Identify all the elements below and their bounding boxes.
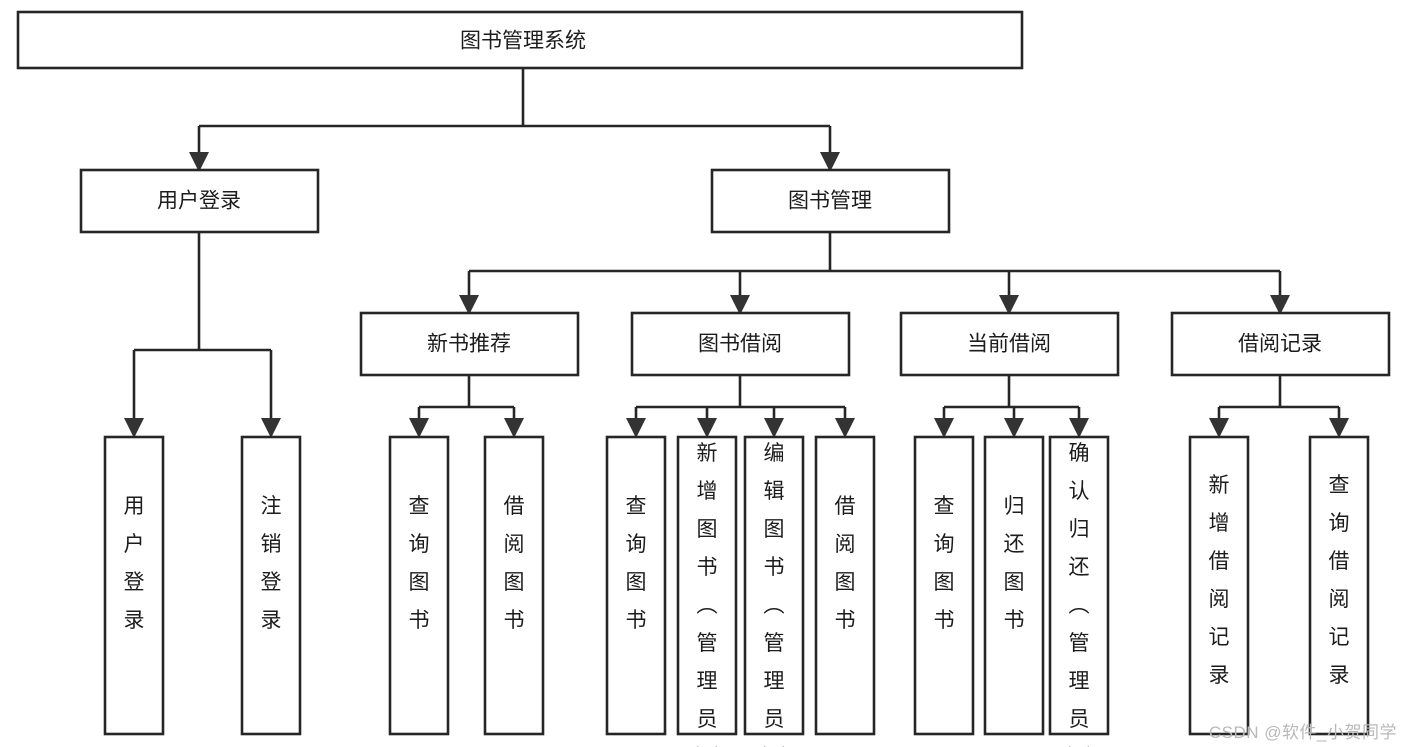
- node-leaf-add-book-box[interactable]: [676, 435, 738, 736]
- node-leaf-confirm-return-label: 确认归还︵管理员︶: [1069, 442, 1090, 747]
- node-leaf-add-record-label: 新增借阅记录: [1209, 474, 1230, 687]
- arrow-head-icon: [124, 418, 144, 438]
- node-current-borrow[interactable]: 当前借阅: [899, 311, 1120, 377]
- node-new-book-recommend-label: 新书推荐: [427, 333, 511, 356]
- node-root[interactable]: 图书管理系统: [16, 10, 1024, 70]
- arrow-head-icon: [261, 418, 281, 438]
- node-leaf-logout-box[interactable]: [240, 435, 302, 736]
- arrow-head-icon: [1069, 418, 1089, 438]
- node-leaf-confirm-return-box[interactable]: [1048, 435, 1110, 736]
- node-leaf-query-book-1-label: 查询图书: [409, 495, 430, 632]
- arrow-head-icon: [697, 418, 717, 438]
- node-leaf-logout[interactable]: 注销登录: [240, 435, 302, 736]
- arrow-head-icon: [999, 295, 1019, 315]
- csdn-watermark: CSDN @软件_小贺同学: [1208, 723, 1397, 742]
- node-new-book-recommend-box[interactable]: [359, 311, 580, 377]
- arrow-head-icon: [1004, 418, 1024, 438]
- node-leaf-add-book[interactable]: 新增图书︵管理员︶: [676, 435, 738, 747]
- node-user-login-box[interactable]: [79, 168, 320, 234]
- node-leaf-query-book-1[interactable]: 查询图书: [388, 435, 450, 736]
- node-book-management[interactable]: 图书管理: [710, 168, 951, 234]
- arrow-head-icon: [764, 418, 784, 438]
- node-leaf-borrow-book-2[interactable]: 借阅图书: [814, 435, 876, 736]
- node-leaf-borrow-book-1[interactable]: 借阅图书: [483, 435, 545, 736]
- node-leaf-edit-book-box[interactable]: [743, 435, 805, 736]
- node-leaf-query-book-1-box[interactable]: [388, 435, 450, 736]
- node-leaf-user-login-label: 用户登录: [124, 495, 145, 632]
- node-leaf-logout-label: 注销登录: [261, 495, 282, 632]
- node-leaf-return-book-box[interactable]: [983, 435, 1045, 736]
- node-current-borrow-label: 当前借阅: [967, 333, 1051, 356]
- node-leaf-confirm-return[interactable]: 确认归还︵管理员︶: [1048, 435, 1110, 747]
- node-leaf-borrow-book-1-label: 借阅图书: [504, 495, 525, 632]
- node-leaf-query-book-2-label: 查询图书: [626, 495, 647, 632]
- node-leaf-edit-book[interactable]: 编辑图书︵管理员︶: [743, 435, 805, 747]
- node-book-borrow-box[interactable]: [630, 311, 851, 377]
- node-leaf-return-book-label: 归还图书: [1004, 495, 1025, 632]
- node-leaf-query-book-3-box[interactable]: [913, 435, 975, 736]
- node-book-borrow[interactable]: 图书借阅: [630, 311, 851, 377]
- node-leaf-add-record-box[interactable]: [1188, 435, 1250, 736]
- arrow-head-icon: [1270, 295, 1290, 315]
- node-leaf-query-record[interactable]: 查询借阅记录: [1308, 435, 1370, 736]
- arrow-head-icon: [409, 418, 429, 438]
- arrow-head-icon: [730, 295, 750, 315]
- node-book-management-box[interactable]: [710, 168, 951, 234]
- node-book-borrow-label: 图书借阅: [698, 333, 782, 356]
- node-book-management-label: 图书管理: [788, 190, 872, 213]
- node-root-box[interactable]: [16, 10, 1024, 70]
- node-root-label: 图书管理系统: [460, 30, 586, 53]
- node-leaf-query-book-3[interactable]: 查询图书: [913, 435, 975, 736]
- node-current-borrow-box[interactable]: [899, 311, 1120, 377]
- node-leaf-return-book[interactable]: 归还图书: [983, 435, 1045, 736]
- arrowheads-layer: [124, 152, 1349, 438]
- node-borrow-record-box[interactable]: [1170, 311, 1391, 377]
- node-new-book-recommend[interactable]: 新书推荐: [359, 311, 580, 377]
- node-borrow-record[interactable]: 借阅记录: [1170, 311, 1391, 377]
- node-leaf-borrow-book-1-box[interactable]: [483, 435, 545, 736]
- arrow-head-icon: [934, 418, 954, 438]
- arrow-head-icon: [835, 418, 855, 438]
- node-leaf-borrow-book-2-box[interactable]: [814, 435, 876, 736]
- node-leaf-add-record[interactable]: 新增借阅记录: [1188, 435, 1250, 736]
- arrow-head-icon: [189, 152, 209, 172]
- node-leaf-borrow-book-2-label: 借阅图书: [835, 495, 856, 632]
- arrow-head-icon: [1329, 418, 1349, 438]
- arrow-head-icon: [1209, 418, 1229, 438]
- node-user-login-label: 用户登录: [157, 190, 241, 213]
- node-leaf-query-record-box[interactable]: [1308, 435, 1370, 736]
- node-borrow-record-label: 借阅记录: [1238, 333, 1322, 356]
- node-leaf-add-book-label: 新增图书︵管理员︶: [697, 442, 718, 747]
- arrow-head-icon: [820, 152, 840, 172]
- arrow-head-icon: [459, 295, 479, 315]
- node-leaf-user-login-box[interactable]: [103, 435, 165, 736]
- node-leaf-query-book-3-label: 查询图书: [934, 495, 955, 632]
- node-leaf-query-book-2-box[interactable]: [605, 435, 667, 736]
- node-leaf-user-login[interactable]: 用户登录: [103, 435, 165, 736]
- node-leaf-query-record-label: 查询借阅记录: [1329, 474, 1350, 687]
- connectors-layer: [132, 68, 1341, 418]
- node-leaf-edit-book-label: 编辑图书︵管理员︶: [764, 442, 785, 747]
- node-leaf-query-book-2[interactable]: 查询图书: [605, 435, 667, 736]
- arrow-head-icon: [504, 418, 524, 438]
- node-user-login[interactable]: 用户登录: [79, 168, 320, 234]
- arrow-head-icon: [626, 418, 646, 438]
